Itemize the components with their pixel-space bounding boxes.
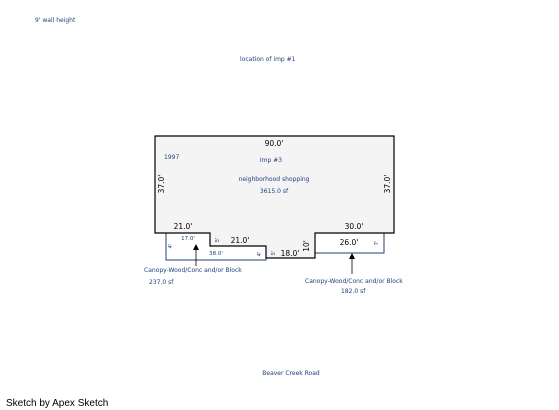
canopy-left-top-dimension: 17.0' [181, 236, 195, 242]
building-area: 3615.0 sf [260, 188, 289, 195]
notch-middle-dimension: 21.0' [231, 236, 250, 245]
canopy-left-area: 237.0 sf [149, 279, 174, 286]
notch-bottom-dimension: 18.0' [281, 249, 300, 258]
building-imp-label: Imp #3 [260, 157, 282, 164]
canopy-left-bottom-dimension: 38.0' [209, 251, 223, 257]
canopy-left-side-dimension: 4' [168, 243, 174, 248]
canopy-right-label: Canopy-Wood/Conc and/or Block [305, 278, 403, 285]
building-left-dimension: 37.0' [157, 175, 166, 194]
building-year: 1997 [164, 154, 179, 161]
canopy-right-arrowhead [349, 253, 355, 259]
building-right-dimension: 37.0' [383, 175, 392, 194]
notch-side-dimension-1: 5' [215, 237, 221, 242]
canopy-left-right-dimension: 4' [257, 251, 263, 256]
wall-height-note: 9' wall height [35, 17, 76, 24]
road-label: Beaver Creek Road [262, 370, 320, 377]
building-outline [154, 135, 395, 259]
canopy-right-top-dimension: 26.0' [340, 238, 359, 247]
notch-side-dimension-2: 5' [271, 250, 277, 255]
building-bottom-right-dimension: 30.0' [345, 222, 364, 231]
canopy-left-arrowhead [193, 244, 199, 250]
canopy-right-area: 182.0 sf [341, 288, 366, 295]
notch-right-dimension: 10' [302, 240, 311, 252]
building-top-dimension: 90.0' [265, 139, 284, 148]
canopy-right-side-dimension: 7' [374, 240, 380, 245]
sketch-credit: Sketch by Apex Sketch [6, 398, 109, 409]
building-bottom-left-dimension: 21.0' [174, 222, 193, 231]
building-use: neighborhood shopping [239, 176, 310, 183]
location-note: location of imp #1 [240, 56, 296, 63]
canopy-left-label: Canopy-Wood/Conc and/or Block [144, 267, 242, 274]
